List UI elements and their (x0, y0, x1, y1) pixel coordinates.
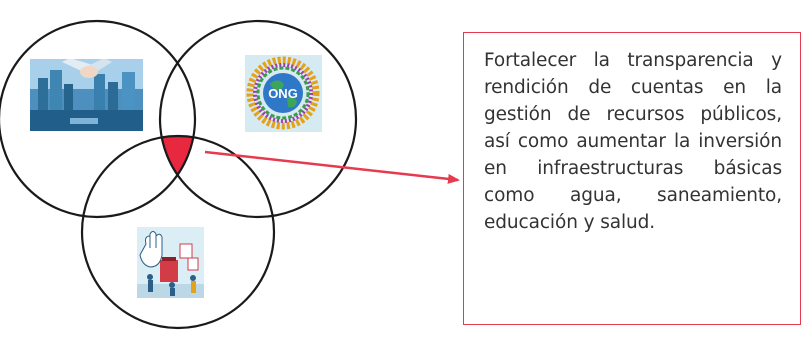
circle-bottom (80, 134, 276, 330)
ong-globe-icon: ONG (245, 55, 322, 132)
arrow-connector (204, 150, 460, 184)
description-box: Fortalecer la transparencia y rendición … (463, 32, 801, 325)
circle-top-left (0, 19, 197, 219)
circle-top-right (158, 19, 358, 219)
citizen-protest-icon (137, 227, 204, 298)
description-text: Fortalecer la transparencia y rendición … (484, 50, 782, 233)
ong-badge: ONG (268, 86, 298, 101)
business-handshake-icon (30, 59, 143, 131)
venn-diagram: ONG (0, 19, 460, 330)
